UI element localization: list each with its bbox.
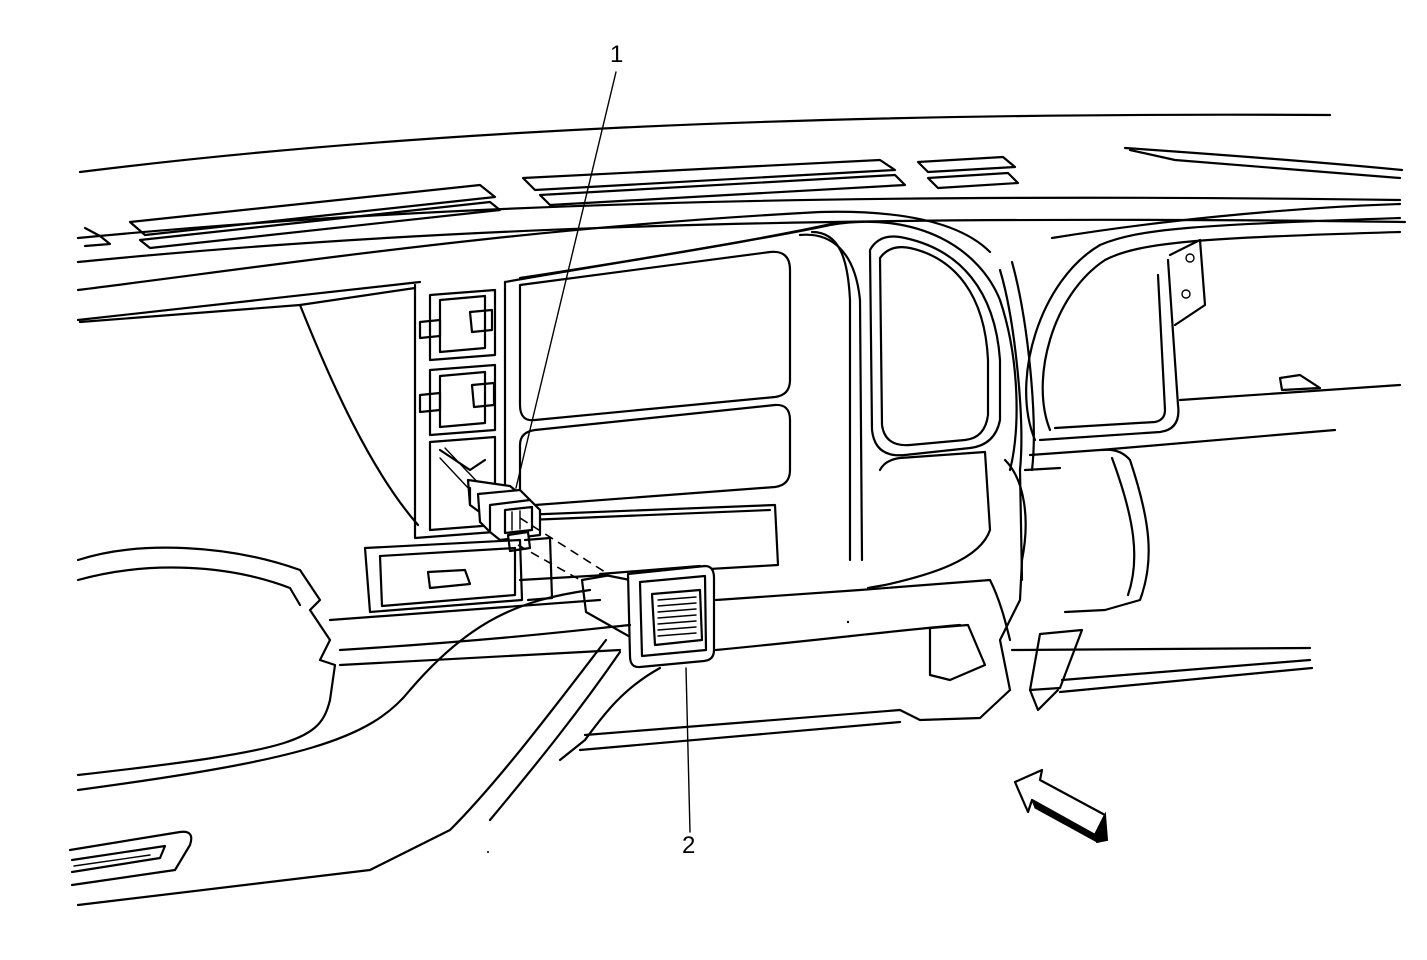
dash-lower-trim [76,546,1314,907]
switch-assembly [580,564,716,669]
speck [487,851,489,853]
defroster-vents [83,155,1020,250]
callout-1-group: 1 [515,41,623,489]
callout-2-leader [685,667,691,833]
passenger-side-panel [928,216,1402,712]
callout-2-group: 2 [682,667,695,859]
callout-1-label: 1 [610,41,623,68]
callout-1-leader [515,71,617,489]
lower-left-vent [68,830,193,887]
dash-upper-surface [76,202,1402,527]
switch-connector [466,478,542,553]
view-direction-arrow-icon [1013,768,1109,844]
speck [846,620,850,624]
lower-pocket [363,536,554,614]
center-stack-bezel [413,220,1035,590]
callout-2-label: 2 [682,832,695,859]
